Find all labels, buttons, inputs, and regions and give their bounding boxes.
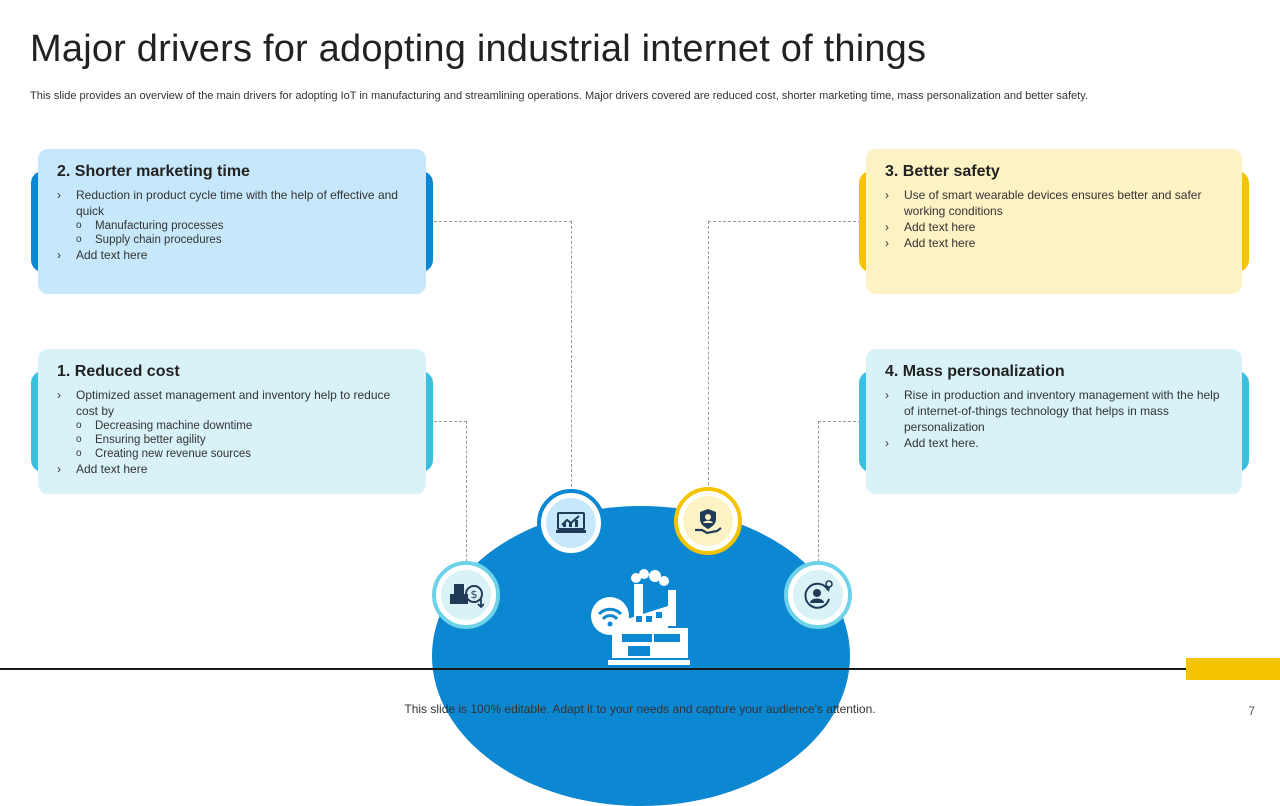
personalization-user-icon [784,561,852,629]
svg-text:$: $ [471,588,478,601]
connector-mass-personalization [818,421,866,562]
card-title: 2. Shorter marketing time [57,163,250,180]
footer-divider [0,668,1186,670]
card-body: 2. Shorter marketing time ›Reduction in … [38,149,426,294]
slide-subtitle: This slide provides an overview of the m… [30,90,1088,102]
card-reduced-cost: 1. Reduced cost ›Optimized asset managem… [31,349,433,494]
card-shorter-marketing-time: 2. Shorter marketing time ›Reduction in … [31,149,433,294]
card-better-safety: 3. Better safety ›Use of smart wearable … [859,149,1249,294]
connector-shorter-marketing [414,221,572,492]
card-title: 4. Mass personalization [885,363,1065,380]
card-title: 3. Better safety [885,163,1000,180]
bullet-item: ›Add text here [57,248,148,262]
bullet-item: ›Rise in production and inventory manage… [885,388,1220,434]
slide-title: Major drivers for adopting industrial in… [30,28,927,70]
bullet-item: ›Add text here [885,236,976,250]
bullet-item: ›Add text here [885,220,976,234]
footer-text: This slide is 100% editable. Adapt it to… [404,702,876,716]
bullet-item: ›Reduction in product cycle time with th… [57,188,398,218]
bullet-item: ›Add text here [57,462,148,476]
page-number: 7 [1248,704,1255,718]
bullet-item: ›Add text here. [885,436,979,450]
card-title: 1. Reduced cost [57,363,180,380]
card-mass-personalization: 4. Mass personalization ›Rise in product… [859,349,1249,494]
connector-reduced-cost [414,421,467,562]
card-body: 4. Mass personalization ›Rise in product… [866,349,1242,494]
card-body: 1. Reduced cost ›Optimized asset managem… [38,349,426,494]
card-body: 3. Better safety ›Use of smart wearable … [866,149,1242,294]
bullet-item: ›Use of smart wearable devices ensures b… [885,188,1202,218]
safety-shield-hand-icon [674,487,742,555]
marketing-chart-icon [537,489,605,557]
connector-better-safety [708,221,866,490]
footer-accent-bar [1186,658,1280,680]
bullet-item: ›Optimized asset management and inventor… [57,388,391,418]
cost-reduction-icon: $ [432,561,500,629]
smart-factory-wifi-icon [588,568,692,668]
